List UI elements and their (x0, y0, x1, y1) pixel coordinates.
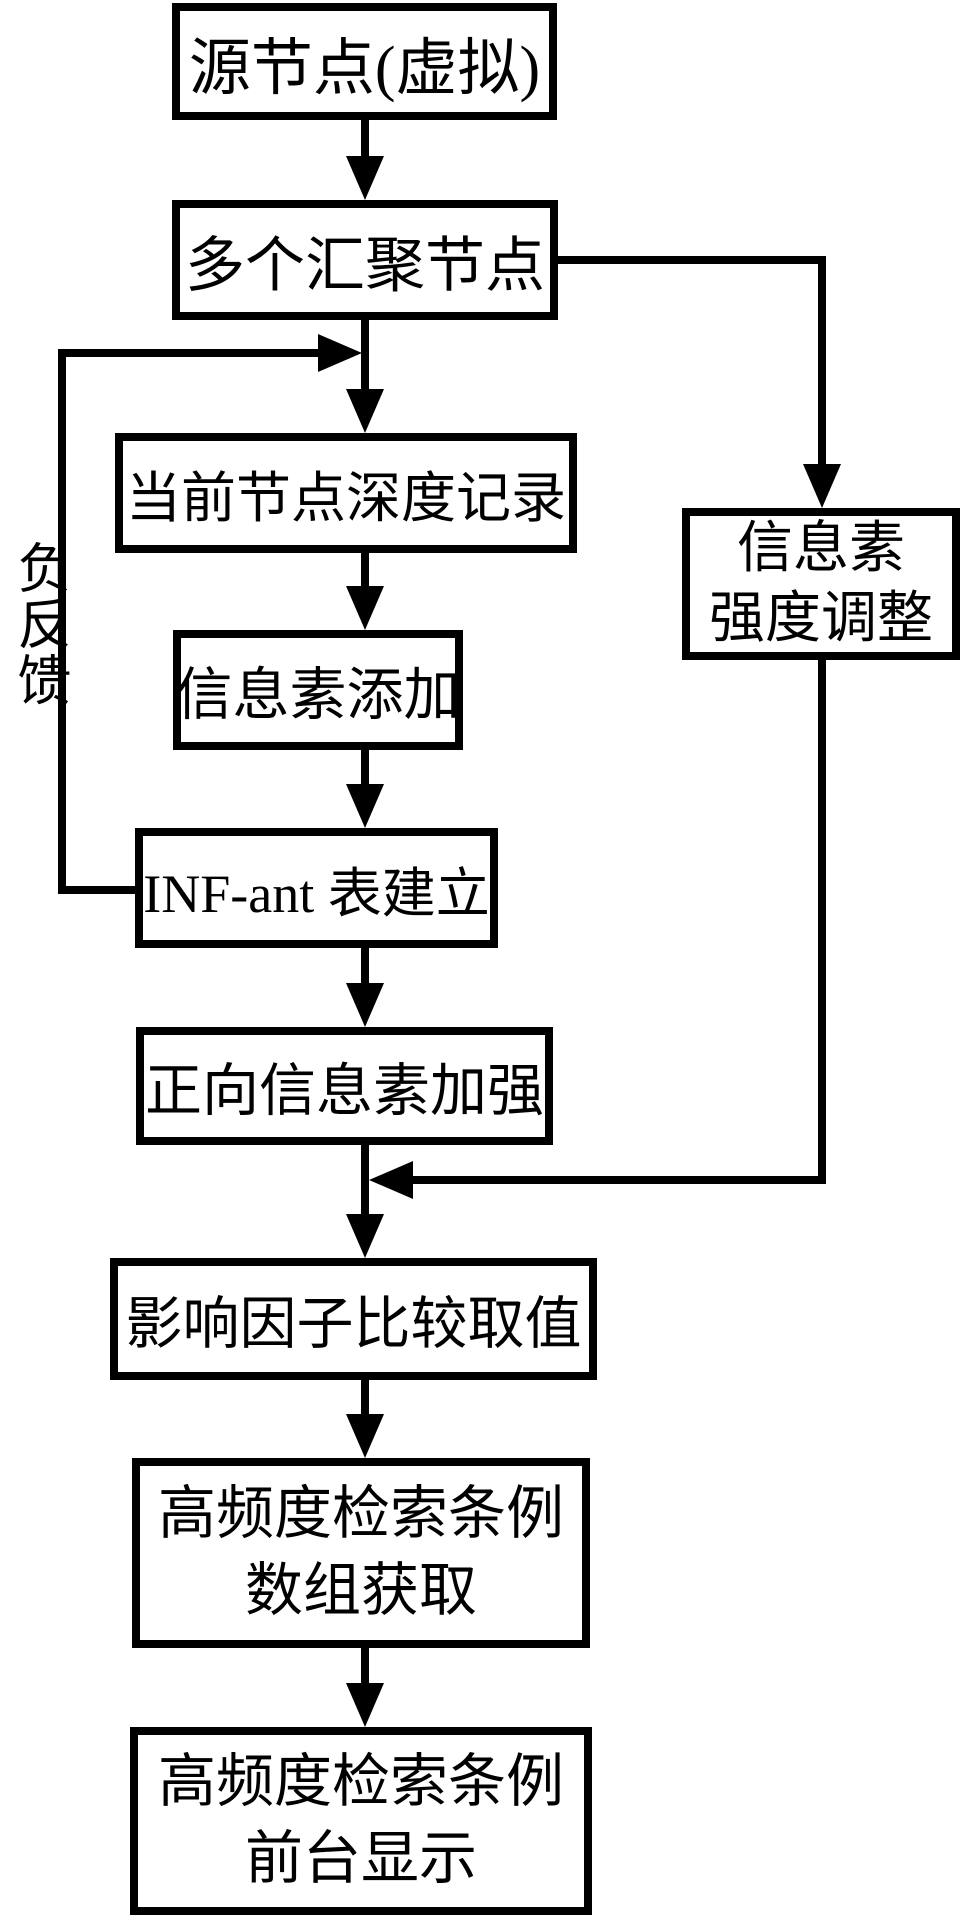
arrow-add-to-table-line (361, 750, 369, 785)
arrow-sink-to-depth-head (346, 389, 384, 433)
node-positive-reinforce-label: 正向信息素加强 (145, 1060, 544, 1123)
negative-feedback-label: 负反馈 (9, 540, 69, 708)
node-positive-reinforce: 正向信息素加强 (136, 1027, 553, 1145)
arrow-source-to-sink-line (361, 120, 369, 158)
arrow-depth-to-add-head (346, 586, 384, 630)
feedback-bottom-horizontal (58, 886, 135, 894)
arrow-source-to-sink-head (346, 156, 384, 200)
node-depth-record: 当前节点深度记录 (115, 433, 577, 553)
node-pheromone-adjust-line1: 信息素 (737, 518, 905, 580)
node-source: 源节点(虚拟) (172, 3, 557, 120)
arrow-array-to-display-line (361, 1648, 369, 1684)
node-sink: 多个汇聚节点 (172, 200, 558, 320)
feedback-top-horizontal (62, 349, 320, 357)
arrow-influence-to-array-head (346, 1414, 384, 1458)
connector-sink-to-adjust-horizontal (558, 256, 826, 264)
node-pheromone-adjust-line2: 强度调整 (709, 588, 933, 650)
node-influence-factor: 影响因子比较取值 (110, 1258, 597, 1380)
node-high-freq-array: 高频度检索条例 数组获取 (132, 1458, 590, 1648)
node-pheromone-adjust: 信息素 强度调整 (682, 508, 960, 660)
node-depth-record-label: 当前节点深度记录 (125, 468, 566, 529)
arrow-reinforce-to-influence-line (361, 1145, 369, 1215)
arrow-array-to-display-head (346, 1683, 384, 1727)
arrow-reinforce-to-influence-head (346, 1214, 384, 1258)
node-sink-label: 多个汇聚节点 (185, 232, 545, 299)
arrow-add-to-table-head (346, 784, 384, 828)
node-high-freq-array-line2: 数组获取 (244, 1558, 477, 1623)
feedback-head (318, 334, 362, 372)
node-high-freq-display-line1: 高频度检索条例 (157, 1749, 564, 1815)
node-pheromone-add-label: 信息素添加 (175, 664, 461, 727)
node-high-freq-display-line2: 前台显示 (244, 1826, 477, 1891)
arrow-table-to-reinforce-line (361, 948, 369, 984)
node-source-label: 源节点(虚拟) (188, 34, 541, 103)
node-inf-ant-table-label: INF-ant 表建立 (143, 863, 490, 924)
node-inf-ant-table: INF-ant 表建立 (135, 828, 498, 948)
connector-adjust-to-merge-head (369, 1161, 413, 1199)
arrow-table-to-reinforce-head (346, 983, 384, 1027)
node-pheromone-add: 信息素添加 (173, 630, 463, 750)
feedback-vertical (58, 349, 66, 894)
node-high-freq-display: 高频度检索条例 前台显示 (130, 1727, 592, 1915)
arrow-depth-to-add-line (361, 553, 369, 587)
connector-sink-to-adjust-head (803, 464, 841, 508)
arrow-influence-to-array-line (361, 1380, 369, 1415)
connector-adjust-to-merge-horizontal (407, 1176, 826, 1184)
arrow-sink-to-depth-line (361, 320, 369, 390)
connector-adjust-to-merge-vertical (818, 660, 826, 1184)
node-high-freq-array-line1: 高频度检索条例 (157, 1481, 564, 1547)
connector-sink-to-adjust-vertical (818, 256, 826, 466)
node-influence-factor-label: 影响因子比较取值 (125, 1293, 582, 1356)
